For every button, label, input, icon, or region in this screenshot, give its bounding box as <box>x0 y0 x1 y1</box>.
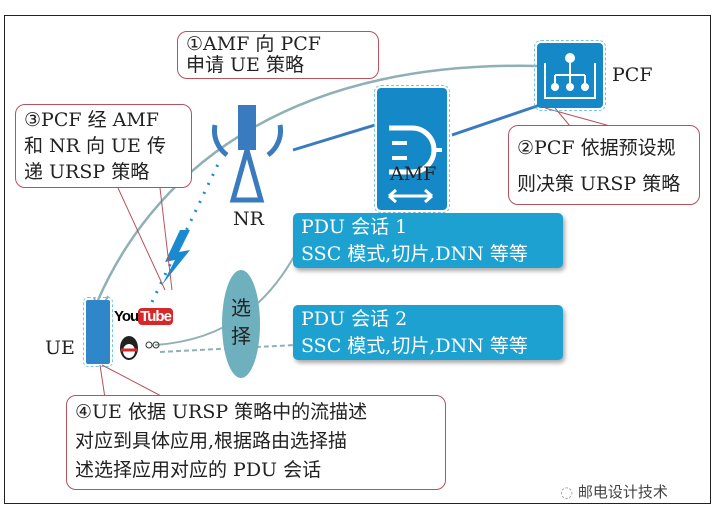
callout2-pointer <box>544 107 611 127</box>
pdu-session-2: PDU 会话 2 SSC 模式,切片,DNN 等等 <box>293 305 563 360</box>
watermark-text: 邮电设计技术 <box>577 483 668 501</box>
callout-step3: ③PCF 经 AMF 和 NR 向 UE 传 递 URSP 策略 <box>15 104 192 188</box>
callout-line: 对应到具体应用,根据路由选择描 <box>75 430 348 452</box>
ue-phone-icon <box>83 297 113 367</box>
callout-line: 述选择应用对应的 PDU 会话 <box>75 459 322 481</box>
youtube-tube: Tube <box>138 308 173 325</box>
callout-step1: ①AMF 向 PCF 申请 UE 策略 <box>177 31 379 79</box>
pdu-title: PDU 会话 1 <box>301 216 408 238</box>
selector-char: 选 <box>231 296 251 320</box>
callout-line: ①AMF 向 PCF <box>186 33 321 55</box>
amf-pcf-link <box>451 103 541 137</box>
pdu-session-1: PDU 会话 1 SSC 模式,切片,DNN 等等 <box>293 213 563 268</box>
callout-line: ②PCF 依据预设规 <box>517 137 676 159</box>
nr-tower-icon <box>212 105 283 203</box>
callout-line: 递 URSP 策略 <box>24 161 150 183</box>
diagram-frame <box>4 15 711 504</box>
pcf-label: PCF <box>612 64 653 86</box>
callout-line: 和 NR 向 UE 传 <box>24 135 166 157</box>
ue-label: UE <box>45 337 75 359</box>
amf-label: AMF <box>390 163 437 185</box>
callout-line: ④UE 依据 URSP 策略中的流描述 <box>75 401 368 423</box>
amf-icon <box>374 85 450 213</box>
callout-step2: ②PCF 依据预设规 则决策 URSP 策略 <box>508 125 700 205</box>
pdu-title: PDU 会话 2 <box>301 308 408 330</box>
callout3-pointer <box>117 187 173 291</box>
youtube-you: You <box>114 308 139 325</box>
radio-dotted-link <box>150 159 222 303</box>
nr-label: NR <box>233 208 264 230</box>
qq-penguin-icon <box>120 336 160 360</box>
nr-amf-link <box>292 123 376 152</box>
selector-char: 择 <box>231 324 251 348</box>
pdu-detail: SSC 模式,切片,DNN 等等 <box>301 335 528 357</box>
lightning-icon <box>162 230 190 285</box>
callout4-pointer <box>99 364 166 399</box>
callout-line: 申请 UE 策略 <box>186 54 304 76</box>
callout-line: 则决策 URSP 策略 <box>517 173 681 195</box>
callout-step4: ④UE 依据 URSP 策略中的流描述 对应到具体应用,根据路由选择描 述选择应… <box>66 395 446 490</box>
route-selector-ellipse: 选 择 <box>222 270 260 378</box>
pcf-icon <box>534 40 606 111</box>
watermark: ◌ 邮电设计技术 <box>560 481 668 502</box>
callout-line: ③PCF 经 AMF <box>24 109 159 131</box>
pdu-detail: SSC 模式,切片,DNN 等等 <box>301 243 528 265</box>
wechat-icon: ◌ <box>560 483 574 501</box>
